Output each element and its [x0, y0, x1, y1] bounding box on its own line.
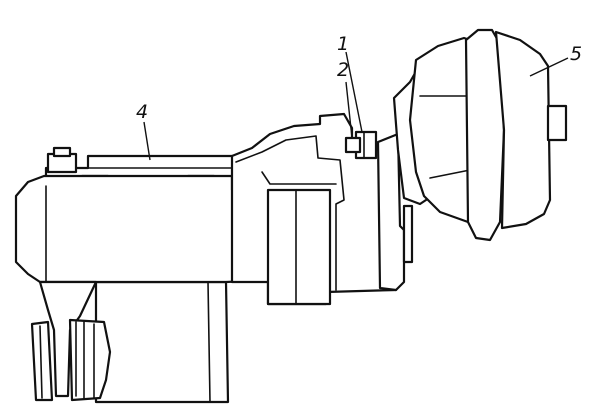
bracket-bolt-cap	[52, 146, 72, 158]
callout-2-label: 2	[337, 59, 349, 81]
callout-1-label: 1	[337, 33, 349, 55]
housing-top-step	[261, 171, 337, 185]
chamber-rear-cap	[546, 104, 568, 142]
bellows-boot-right	[68, 318, 112, 402]
callout-4-leader	[143, 121, 151, 161]
bellows-fold-4	[39, 325, 43, 399]
callout-4-label: 4	[136, 101, 148, 123]
lower-housing-edge	[207, 281, 211, 403]
chamber-front-groove-bottom	[429, 169, 471, 179]
housing-band	[266, 188, 332, 306]
callout-5-label: 5	[570, 43, 582, 65]
callout-1-leader	[345, 51, 363, 133]
bellows-boot-left	[30, 320, 54, 402]
callout-5-leader	[529, 57, 569, 77]
callout-2-leader	[345, 81, 353, 139]
adjusting-bolt	[344, 136, 362, 154]
middle-housing-contour	[235, 135, 345, 291]
flange-bolt	[402, 204, 414, 264]
slack-lever-arm	[38, 280, 98, 398]
chamber-rear-half	[494, 30, 552, 230]
